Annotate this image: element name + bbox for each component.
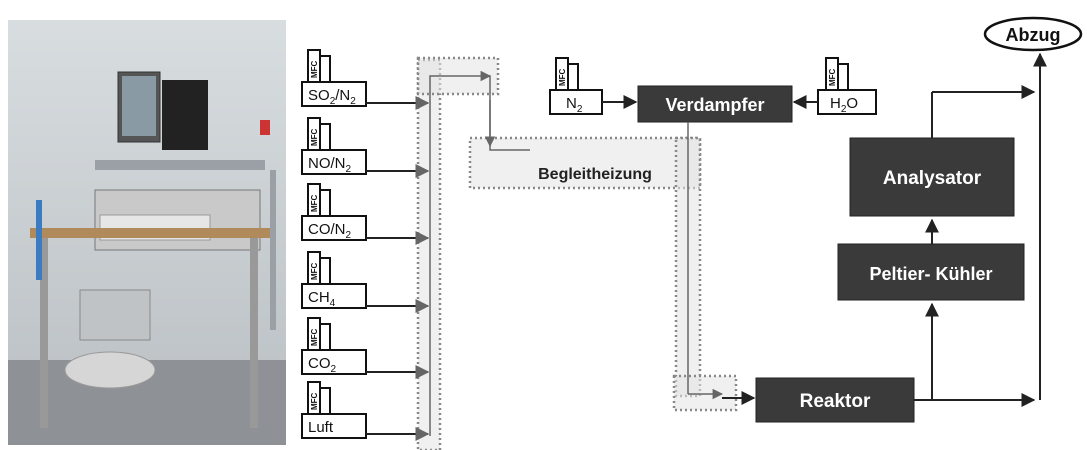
- mfc-body-side: [320, 190, 330, 216]
- svg-text:Reaktor: Reaktor: [800, 391, 871, 412]
- mfc-label: MFC: [310, 392, 319, 410]
- lab-setup-photo: [8, 20, 286, 445]
- svg-text:MFC: MFC: [828, 68, 837, 86]
- n2-mfc: MFC N2: [550, 58, 602, 115]
- mfc-body-side: [320, 388, 330, 414]
- gas-name: Luft: [308, 419, 334, 436]
- reaktor-block: Reaktor: [756, 378, 914, 422]
- mfc-body-side: [320, 324, 330, 350]
- mfc-label: MFC: [310, 194, 319, 212]
- gas-mfc-5: MFC Luft: [302, 382, 366, 438]
- mfc-body-side: [320, 124, 330, 150]
- mfc-body-side: [320, 56, 330, 82]
- mfc-label: MFC: [310, 262, 319, 280]
- analysator-block: Analysator: [850, 138, 1014, 216]
- gas-inlet-stack: MFCSO2/N2MFCNO/N2MFCCO/N2MFCCH4MFCCO2MFC…: [302, 50, 366, 438]
- svg-text:Analysator: Analysator: [883, 168, 982, 189]
- svg-text:MFC: MFC: [558, 68, 567, 86]
- heated-manifold: [418, 60, 440, 450]
- peltier-block: Peltier- Kühler: [838, 244, 1024, 300]
- svg-text:Peltier- Kühler: Peltier- Kühler: [869, 264, 992, 284]
- heated-reactor-inlet: [674, 376, 736, 410]
- verdampfer-block: Verdampfer: [638, 86, 792, 122]
- h2o-mfc: MFC H2O: [818, 58, 876, 115]
- svg-text:Verdampfer: Verdampfer: [665, 95, 764, 115]
- svg-text:Abzug: Abzug: [1006, 25, 1061, 45]
- mfc-label: MFC: [310, 60, 319, 78]
- outlet-connectors: [914, 54, 1040, 400]
- abzug-node: Abzug: [985, 18, 1081, 50]
- mfc-body-side: [320, 258, 330, 284]
- mfc-label: MFC: [310, 128, 319, 146]
- begleitheizung-label: Begleitheizung: [538, 166, 652, 183]
- mfc-label: MFC: [310, 328, 319, 346]
